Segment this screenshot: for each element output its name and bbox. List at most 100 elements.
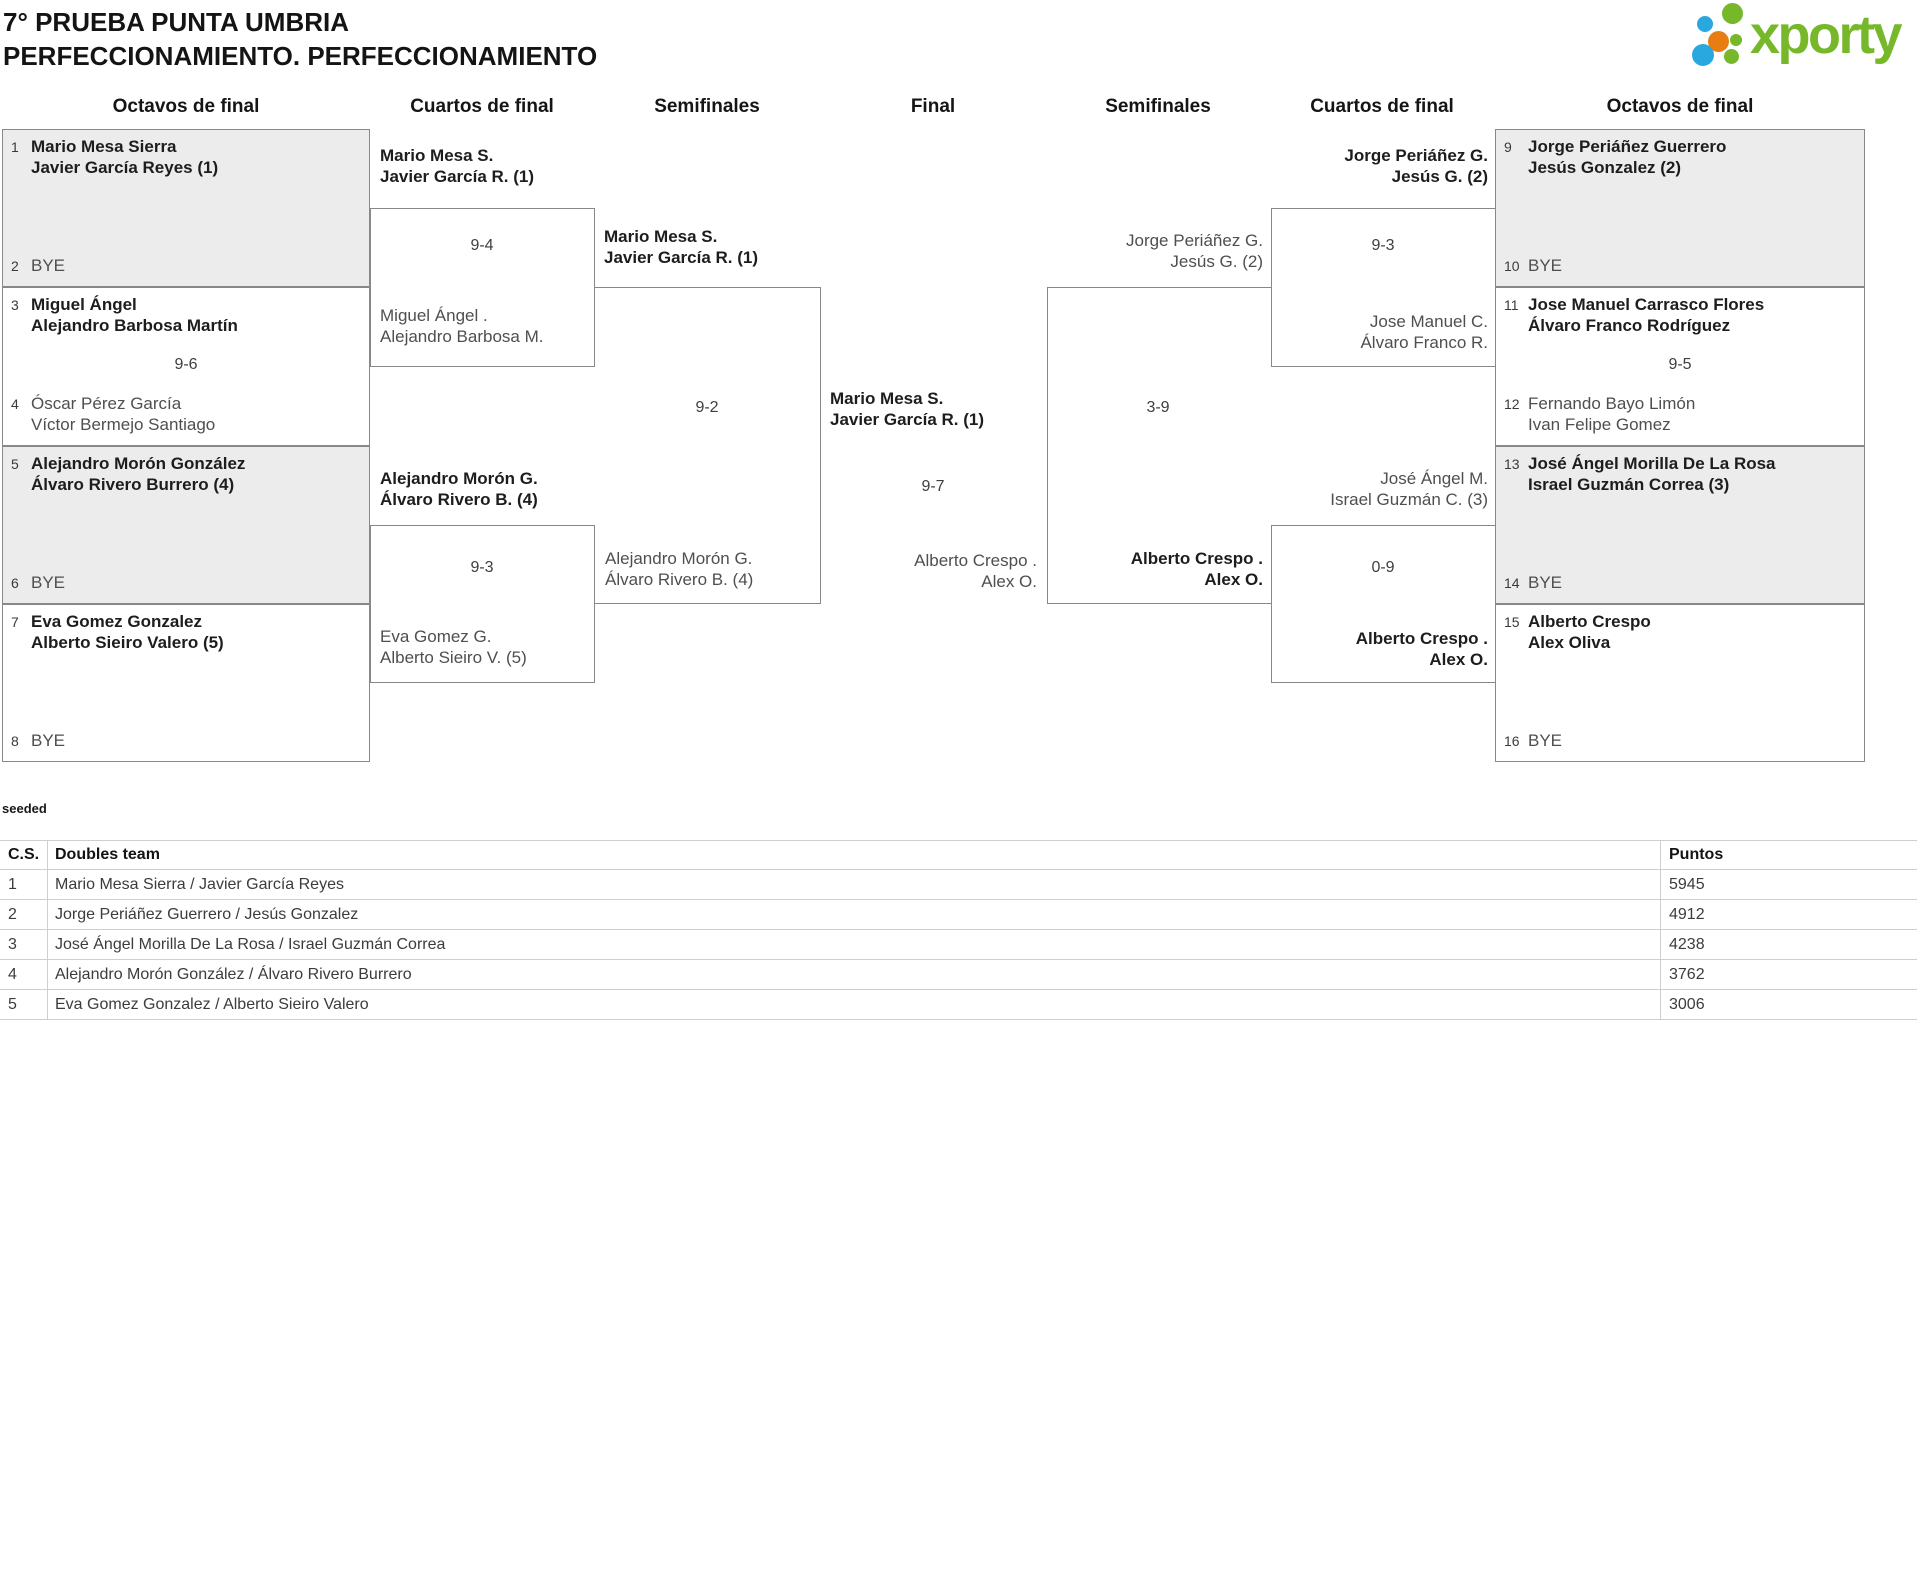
team-name: Miguel Ángel Alejandro Barbosa Martín xyxy=(31,294,238,336)
team-line-1: BYE xyxy=(31,256,66,275)
match-box-r16-1: 1 Mario Mesa Sierra Javier García Reyes … xyxy=(2,129,370,287)
team-line-1: Miguel Ángel . xyxy=(380,306,488,325)
seed-number: 5 xyxy=(8,995,17,1013)
team-line-1: Mario Mesa S. xyxy=(380,146,494,165)
seed-team: Eva Gomez Gonzalez / Alberto Sieiro Vale… xyxy=(47,990,1660,1019)
column-header-cs: C.S. xyxy=(8,846,40,863)
page-title-line2: PERFECCIONAMIENTO. PERFECCIONAMIENTO xyxy=(3,41,598,71)
slot-number: 10 xyxy=(1504,258,1520,274)
team-line-2: Álvaro Franco Rodríguez xyxy=(1528,316,1731,335)
team-name: BYE xyxy=(1528,730,1562,751)
team-name: BYE xyxy=(31,255,65,276)
seed-points: 3006 xyxy=(1660,990,1917,1019)
team-line-2: Jesús G. (2) xyxy=(1391,167,1488,186)
match-box-r16-2: 3 Miguel Ángel Alejandro Barbosa Martín … xyxy=(2,287,370,446)
team-line-1: BYE xyxy=(1528,573,1563,592)
team-line-1: Miguel Ángel xyxy=(31,295,137,314)
team-name: José Ángel Morilla De La Rosa Israel Guz… xyxy=(1528,453,1776,495)
team-line-2: Ivan Felipe Gomez xyxy=(1528,415,1671,434)
team-line-1: Mario Mesa S. xyxy=(604,227,718,246)
team-line-2: Álvaro Franco R. xyxy=(1360,333,1488,352)
round-header-semis-left: Semifinales xyxy=(654,96,760,117)
match-box-r16-6: 11 Jose Manuel Carrasco Flores Álvaro Fr… xyxy=(1495,287,1865,446)
team-name: Alejandro Morón González Álvaro Rivero B… xyxy=(31,453,245,495)
team-line-1: Jorge Periáñez Guerrero xyxy=(1528,137,1727,156)
team-line-2: Álvaro Rivero B. (4) xyxy=(380,490,538,509)
team-name: Jorge Periáñez Guerrero Jesús Gonzalez (… xyxy=(1528,136,1726,178)
bracket-slot-11: 11 Jose Manuel Carrasco Flores Álvaro Fr… xyxy=(1504,294,1856,336)
team-line-1: Alejandro Morón G. xyxy=(380,469,538,488)
slot-number: 6 xyxy=(11,575,19,591)
team-line-2: Alejandro Barbosa Martín xyxy=(31,316,238,335)
seed-team: Alejandro Morón González / Álvaro Rivero… xyxy=(47,960,1660,989)
bracket-team-sf2-winner: Alberto Crespo . Alex O. xyxy=(1063,548,1263,590)
match-box-qf4 xyxy=(1271,525,1496,683)
team-line-2: Víctor Bermejo Santiago xyxy=(31,415,216,434)
bracket-team-sf1-loser: Alejandro Morón G. Álvaro Rivero B. (4) xyxy=(605,548,820,590)
score-r16-match6: 9-5 xyxy=(1668,356,1692,373)
team-name: BYE xyxy=(1528,572,1562,593)
bracket-slot-1: 1 Mario Mesa Sierra Javier García Reyes … xyxy=(11,136,361,178)
seed-team: José Ángel Morilla De La Rosa / Israel G… xyxy=(47,930,1660,959)
team-line-1: Alberto Crespo . xyxy=(1355,629,1488,648)
seed-team: Jorge Periáñez Guerrero / Jesús Gonzalez xyxy=(47,900,1660,929)
team-line-2: Alejandro Barbosa M. xyxy=(380,327,544,346)
column-header-team: Doubles team xyxy=(47,841,1660,869)
score-qf1: 9-4 xyxy=(470,237,494,254)
team-line-1: Alejandro Morón G. xyxy=(605,549,753,568)
team-line-2: Javier García R. (1) xyxy=(604,248,759,267)
match-box-r16-3: 5 Alejandro Morón González Álvaro Rivero… xyxy=(2,446,370,604)
seed-points: 5945 xyxy=(1660,870,1917,899)
logo-dot-green-small xyxy=(1730,34,1742,46)
slot-number: 11 xyxy=(1504,297,1519,313)
match-box-sf1 xyxy=(594,287,821,604)
match-box-r16-4: 7 Eva Gomez Gonzalez Alberto Sieiro Vale… xyxy=(2,604,370,762)
round-header-cuartos-right: Cuartos de final xyxy=(1310,96,1454,117)
team-name: Fernando Bayo Limón Ivan Felipe Gomez xyxy=(1528,393,1695,435)
bracket-team-qf3-loser: Jose Manuel C. Álvaro Franco R. xyxy=(1288,311,1488,353)
page-title-line1: 7° PRUEBA PUNTA UMBRIA xyxy=(3,7,349,37)
round-header-cuartos-left: Cuartos de final xyxy=(410,96,554,117)
slot-number: 2 xyxy=(11,258,19,274)
bracket-team-qf4-winner: Alberto Crespo . Alex O. xyxy=(1288,628,1488,670)
team-name: Jose Manuel Carrasco Flores Álvaro Franc… xyxy=(1528,294,1764,336)
bracket-team-qf1-winner: Mario Mesa S. Javier García R. (1) xyxy=(380,145,595,187)
seed-points: 4912 xyxy=(1660,900,1917,929)
round-header-octavos-right: Octavos de final xyxy=(1606,96,1754,117)
xporty-logo[interactable]: xporty xyxy=(1688,2,1920,76)
team-line-1: Eva Gomez Gonzalez xyxy=(31,612,202,631)
team-line-1: Alberto Crespo . xyxy=(914,551,1037,570)
team-line-1: BYE xyxy=(31,573,66,592)
seed-team: Mario Mesa Sierra / Javier García Reyes xyxy=(47,870,1660,899)
score-qf2: 9-3 xyxy=(470,559,494,576)
slot-number: 3 xyxy=(11,297,19,313)
score-sf1: 9-2 xyxy=(695,399,719,416)
round-header-semis-right: Semifinales xyxy=(1105,96,1211,117)
team-line-1: Eva Gomez G. xyxy=(380,627,492,646)
team-name: Eva Gomez Gonzalez Alberto Sieiro Valero… xyxy=(31,611,224,653)
match-box-r16-7: 13 José Ángel Morilla De La Rosa Israel … xyxy=(1495,446,1865,604)
team-line-1: Jorge Periáñez G. xyxy=(1344,146,1488,165)
table-row: 1 Mario Mesa Sierra / Javier García Reye… xyxy=(0,870,1917,900)
team-line-2: Israel Guzmán C. (3) xyxy=(1330,490,1488,509)
team-line-2: Alex Oliva xyxy=(1528,633,1611,652)
table-row: 4 Alejandro Morón González / Álvaro Rive… xyxy=(0,960,1917,990)
seeded-label: seeded xyxy=(2,801,47,816)
bracket-slot-2: 2 BYE xyxy=(11,255,361,276)
seed-points: 4238 xyxy=(1660,930,1917,959)
bracket-team-qf1-loser: Miguel Ángel . Alejandro Barbosa M. xyxy=(380,305,595,347)
team-name: Alberto Crespo Alex Oliva xyxy=(1528,611,1651,653)
slot-number: 12 xyxy=(1504,396,1520,412)
bracket-slot-5: 5 Alejandro Morón González Álvaro Rivero… xyxy=(11,453,361,495)
bracket-slot-3: 3 Miguel Ángel Alejandro Barbosa Martín xyxy=(11,294,361,336)
team-line-2: Javier García R. (1) xyxy=(380,167,535,186)
slot-number: 5 xyxy=(11,456,19,472)
logo-dot-green-large xyxy=(1722,3,1743,24)
slot-number: 8 xyxy=(11,733,19,749)
team-line-1: BYE xyxy=(1528,731,1563,750)
team-line-2: Jesús Gonzalez (2) xyxy=(1528,158,1682,177)
team-line-1: Mario Mesa S. xyxy=(830,389,944,408)
bracket-slot-12: 12 Fernando Bayo Limón Ivan Felipe Gomez xyxy=(1504,393,1856,435)
team-line-1: BYE xyxy=(1528,256,1563,275)
team-line-2: Alberto Sieiro Valero (5) xyxy=(31,633,224,652)
